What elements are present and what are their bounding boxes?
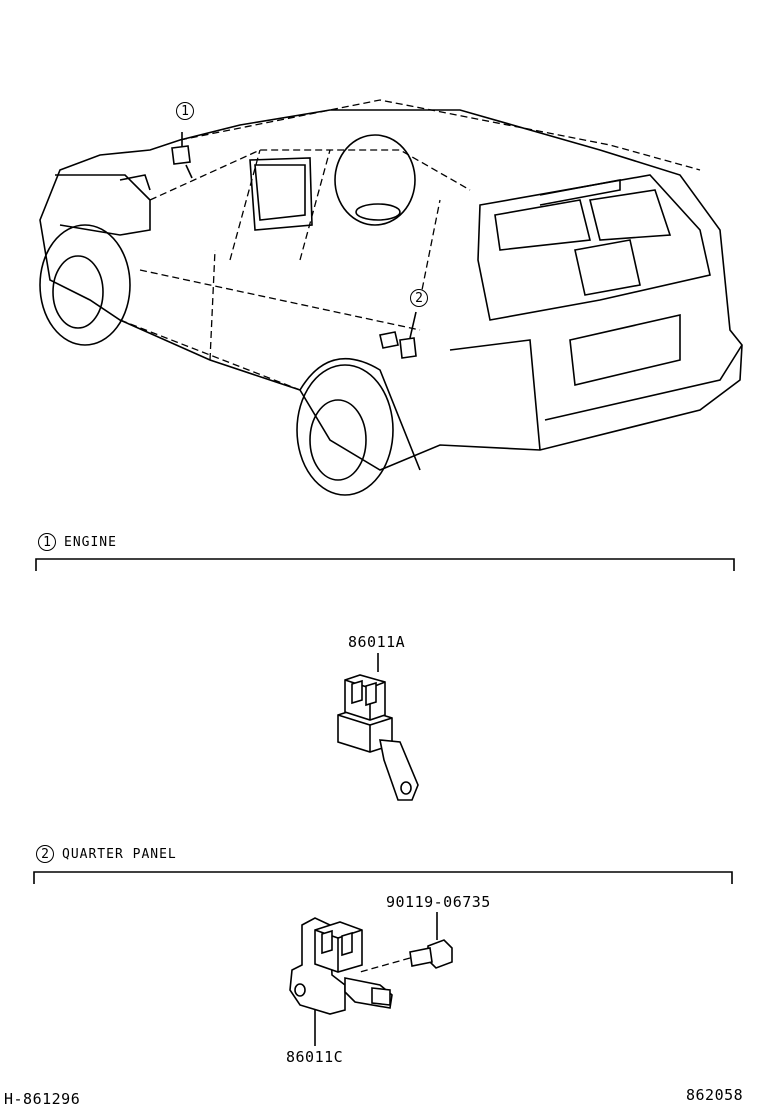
vehicle-callout-1: 1 [176, 102, 194, 120]
vehicle-illustration [39, 99, 743, 496]
part-number-90119-06735: 90119-06735 [386, 893, 491, 911]
section-1-number: 1 [38, 533, 56, 551]
part-number-86011A: 86011A [348, 633, 406, 651]
section-2-number: 2 [36, 845, 54, 863]
footer-right-code: 862058 [686, 1086, 744, 1104]
part-number-86011C: 86011C [286, 1048, 344, 1066]
footer-left-code: H-861296 [4, 1090, 81, 1108]
section-2-title: QUARTER PANEL [62, 847, 177, 862]
vehicle-callout-2: 2 [410, 289, 428, 307]
section-1-title: ENGINE [64, 535, 117, 550]
